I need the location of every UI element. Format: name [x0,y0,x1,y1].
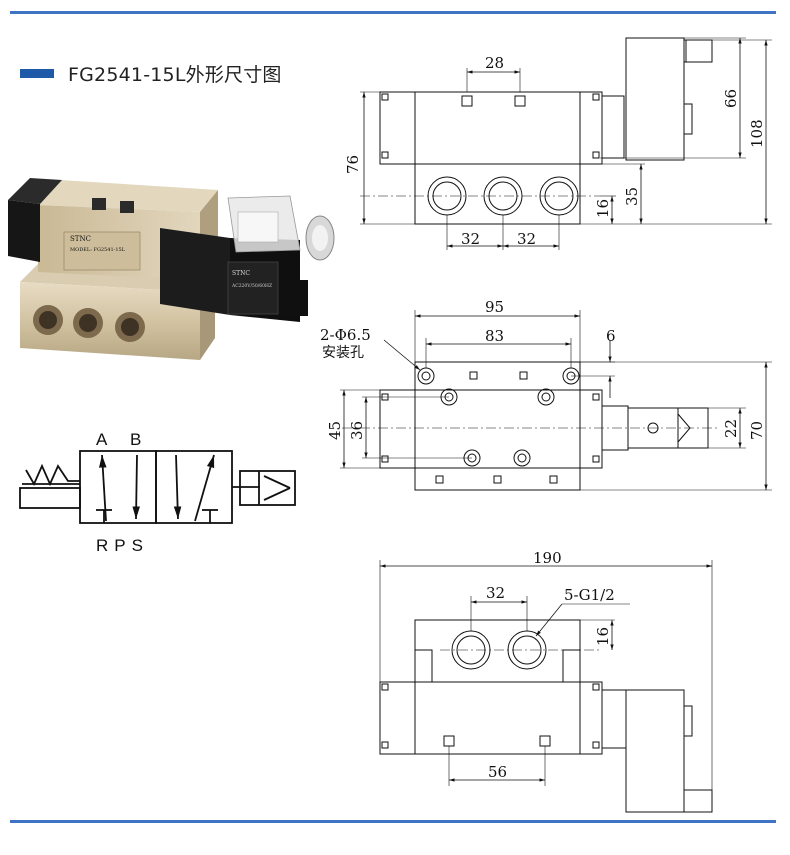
dim-70: 70 [748,421,766,440]
dim-83: 83 [485,327,504,345]
spring-housing [19,487,81,509]
dim-76: 76 [344,155,362,174]
solenoid-coil [160,228,230,315]
hole-note-2: 安装孔 [322,345,364,361]
port-a-label: A [96,430,108,449]
dim-32-bottom: 32 [486,584,505,602]
symbol-box-right [155,450,233,524]
bottom-rule [10,820,776,823]
side-manifold [414,163,581,225]
dim-35: 35 [623,187,641,206]
dim-45: 45 [326,421,344,440]
svg-text:STNC: STNC [232,270,250,277]
dim-95: 95 [485,298,504,316]
top-body [379,389,603,469]
spring [25,463,80,487]
end-cap [8,178,62,204]
page-title: FG2541-15L外形尺寸图 [68,64,282,86]
dim-32-b: 32 [517,230,536,248]
port-rps-label: RPS [96,536,149,555]
coil-label [227,261,279,315]
dim-6: 6 [606,327,616,345]
bottom-body [379,681,603,755]
side-view [360,37,772,250]
dim-16: 16 [594,199,612,218]
port-note: 5-G1/2 [564,586,615,604]
dim-66: 66 [722,89,740,108]
photo-brand: STNC [70,235,91,243]
dim-190: 190 [533,549,562,567]
dim-16-bottom: 16 [594,627,612,646]
product-photo: STNC MODEL: FG2541-15L STNC AC220V/50/60… [8,178,335,360]
dim-28: 28 [485,54,504,72]
side-coil [625,37,685,161]
mount-hole-left [417,367,435,385]
symbol-box-left [79,450,157,524]
svg-text:AC220V/50/60HZ: AC220V/50/60HZ [231,283,272,289]
dim-36: 36 [348,421,366,440]
dim-56: 56 [488,763,507,781]
top-rule [10,11,776,14]
top-view [340,310,772,491]
bottom-coil [625,689,685,813]
dim-32-a: 32 [461,230,480,248]
side-body [379,91,603,165]
base-front [20,282,200,360]
heading: FG2541-15L外形尺寸图 [20,60,282,87]
hole-note: 2-Φ6.5 [320,326,371,344]
valve-symbol [19,450,296,524]
title-marker [20,69,54,78]
nameplate [63,231,141,271]
solenoid-symbol [239,470,296,506]
dim-22: 22 [722,419,740,438]
port-b-label: B [130,430,141,449]
arrow-p-a [98,454,107,522]
photo-model: MODEL: FG2541-15L [70,247,126,253]
valve-top [38,180,218,212]
bottom-view [379,560,713,813]
bottom-manifold [414,619,581,683]
dim-108: 108 [748,119,766,148]
arrow-b-s [132,454,140,520]
